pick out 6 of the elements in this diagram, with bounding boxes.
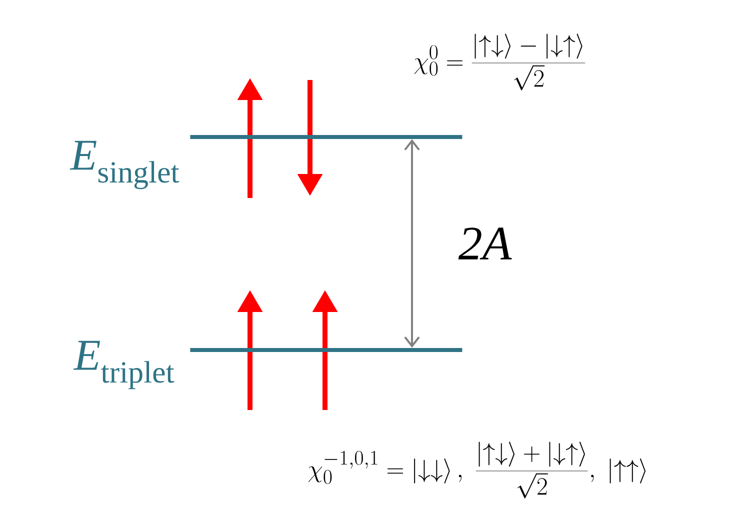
formula: $\chi_0^0=\frac{\left|\uparrow\downarrow\right\rangle-\left|\downarrow\uparrow\right\rangle}{\sqrt{2}}$ xyxy=(414,34,586,90)
level-label: E$_{triplet}$ xyxy=(73,340,174,390)
formula: $\chi_0^{-1,0,1}=\left|\downarrow\downarrow\right\rangle,\ \frac{\left|\uparrow\downarrow\right\rangle+\left|\downarrow\uparrow\right\rangle}{\sqrt{2}},\ \left|\uparrow\uparrow\right\rangle$ xyxy=(308,442,646,498)
level-label: E$_{singlet}$ xyxy=(70,140,180,190)
double-arrow xyxy=(404,139,420,348)
edge-label: 2A xyxy=(458,228,512,260)
